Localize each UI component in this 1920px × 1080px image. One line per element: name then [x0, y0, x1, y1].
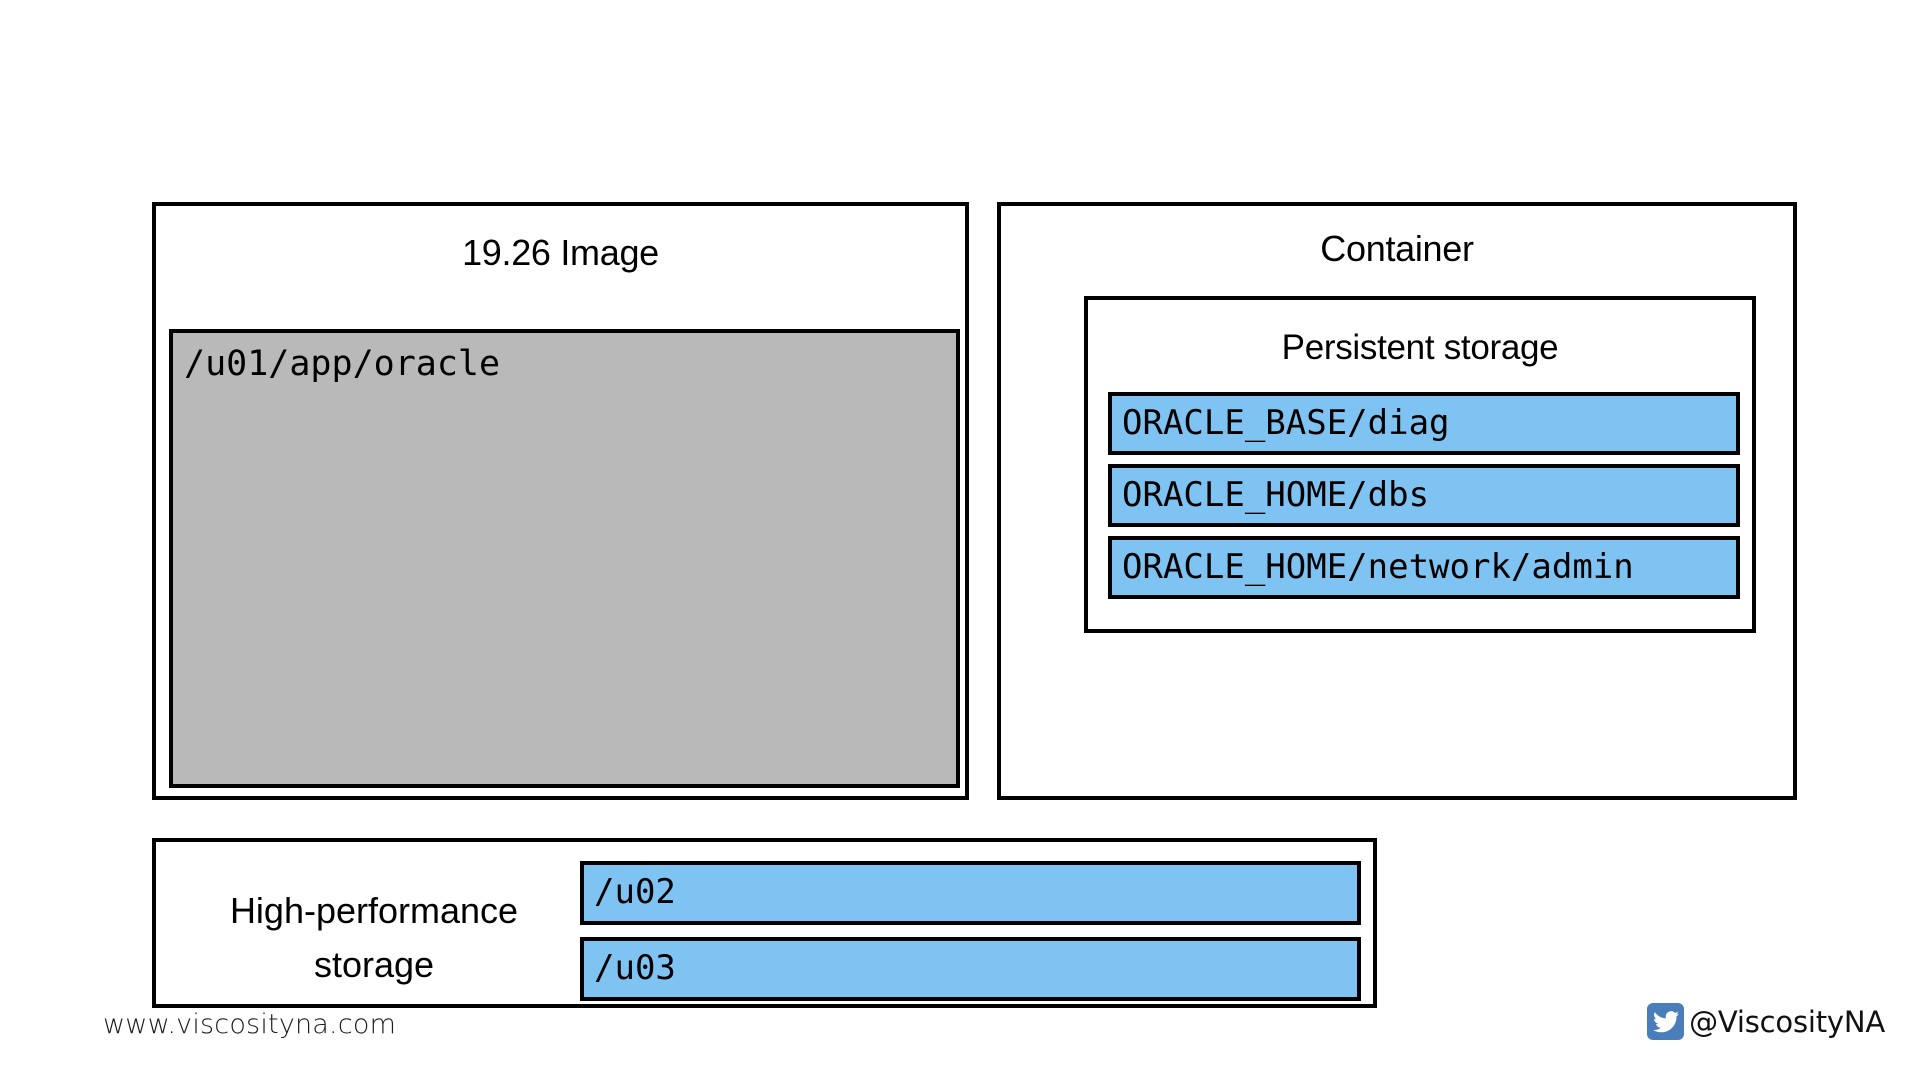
high-performance-storage-label-line1: High-performance — [229, 890, 519, 931]
image-filesystem-path-label: /u01/app/oracle — [184, 344, 501, 384]
mount-label: /u03 — [594, 948, 676, 989]
container-panel-title: Container — [1320, 228, 1474, 269]
mount-label: ORACLE_HOME/network/admin — [1122, 546, 1634, 587]
high-performance-storage-label: High-performance storage — [174, 884, 574, 992]
footer-twitter-handle: @ViscosityNA — [1689, 1004, 1885, 1039]
mount-box: ORACLE_BASE/diag — [1108, 392, 1740, 455]
footer-website-text: www.viscosityna.com — [103, 1009, 397, 1040]
mount-label: ORACLE_BASE/diag — [1122, 402, 1450, 443]
container-panel: Container Persistent storage ORACLE_BASE… — [997, 202, 1797, 800]
footer-social: @ViscosityNA — [1647, 1003, 1885, 1040]
high-performance-storage-panel: High-performance storage /u02 /u03 — [152, 838, 1377, 1008]
mount-box: /u03 — [580, 937, 1361, 1001]
mount-box: /u02 — [580, 861, 1361, 925]
high-performance-storage-mount-list: /u02 /u03 — [580, 861, 1361, 1013]
persistent-storage-box: Persistent storage ORACLE_BASE/diag ORAC… — [1084, 296, 1756, 633]
twitter-icon — [1647, 1003, 1685, 1040]
mount-box: ORACLE_HOME/dbs — [1108, 464, 1740, 527]
image-filesystem-box: /u01/app/oracle — [169, 329, 960, 788]
image-panel: 19.26 Image /u01/app/oracle — [152, 202, 969, 800]
image-panel-title: 19.26 Image — [462, 232, 659, 273]
mount-box: ORACLE_HOME/network/admin — [1108, 536, 1740, 599]
mount-label: ORACLE_HOME/dbs — [1122, 474, 1430, 515]
mount-label: /u02 — [594, 872, 676, 913]
persistent-storage-mount-list: ORACLE_BASE/diag ORACLE_HOME/dbs ORACLE_… — [1108, 392, 1740, 599]
persistent-storage-title: Persistent storage — [1281, 328, 1559, 367]
high-performance-storage-label-line2: storage — [313, 944, 435, 985]
